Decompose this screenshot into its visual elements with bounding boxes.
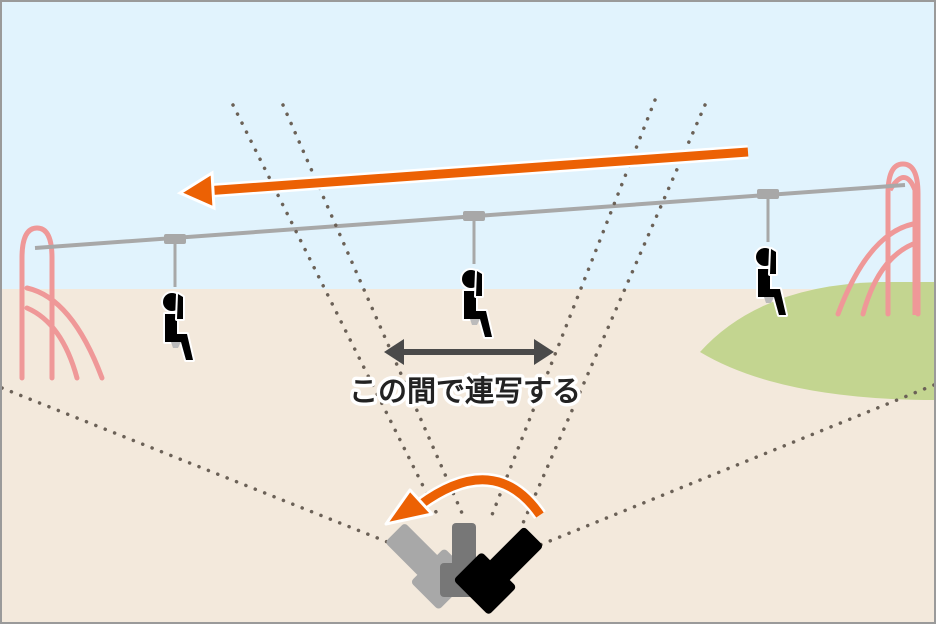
pan-arrow-icon <box>384 472 546 526</box>
motion-arrow-icon <box>176 145 749 211</box>
burst-caption: この間で連写する <box>349 374 581 408</box>
camera-icon <box>386 523 543 614</box>
burst-range-arrow-icon <box>384 339 554 365</box>
field-of-view-lines <box>0 98 936 547</box>
grass-hill <box>700 282 936 400</box>
sky <box>0 0 936 289</box>
